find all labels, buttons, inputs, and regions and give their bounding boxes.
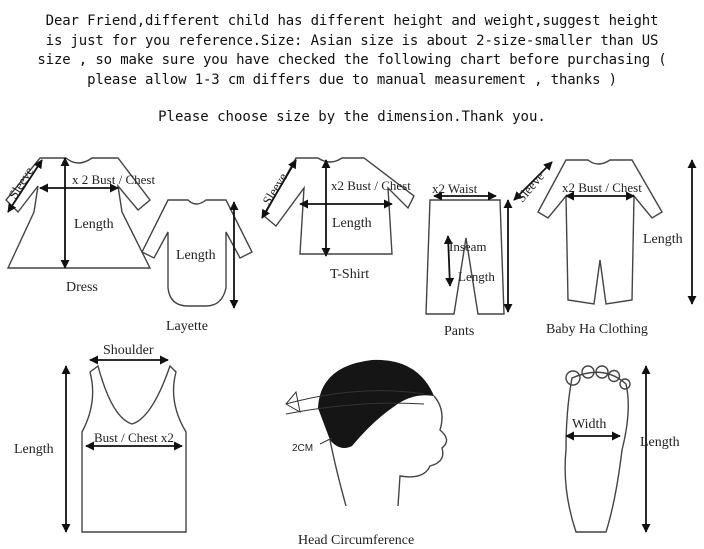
tshirt-length-label: Length [332,216,372,231]
dress-illustration [5,157,152,269]
notice-line-2: is just for you reference.Size: Asian si… [45,32,659,49]
layette-name-label: Layette [166,319,208,334]
vest-illustration [61,355,187,533]
vest-shoulder-label: Shoulder [103,343,154,358]
instruction-text: Please choose size by the dimension.Than… [158,109,546,125]
baby-ha-name-label: Baby Ha Clothing [546,322,648,337]
size-notice: Dear Friend,different child has differen… [0,12,704,90]
dress-bust-label: x 2 Bust / Chest [72,172,156,187]
pants-illustration [425,191,513,315]
head-name-label: Head Circumference [298,533,415,548]
tshirt-name-label: T-Shirt [330,267,370,282]
pants-name-label: Pants [444,324,475,339]
notice-line-1: Dear Friend,different child has differen… [45,13,659,29]
vest-bust-label: Bust / Chest x2 [94,430,174,445]
baby-ha-length-label: Length [643,232,683,247]
baby-ha-illustration [513,159,697,305]
notice-line-4: please allow 1-3 cm differs due to manua… [87,71,617,88]
layette-illustration [141,199,253,309]
tshirt-illustration [261,157,415,257]
tshirt-bust-label: x2 Bust / Chest [331,178,411,193]
head-illustration [285,359,448,507]
pants-length-label: Length [458,269,495,284]
foot-width-label: Width [572,417,607,432]
layette-length-label: Length [176,248,216,263]
notice-line-3: size , so make sure you have checked the… [37,52,667,68]
baby-ha-bust-label: x2 Bust / Chest [562,180,642,195]
foot-length-label: Length [640,435,680,450]
head-marker-label: 2CM [292,443,314,454]
dress-name-label: Dress [66,280,98,295]
pants-waist-label: x2 Waist [432,181,478,196]
dress-length-label: Length [74,217,114,232]
pants-inseam-label: Inseam [449,239,487,254]
vest-length-label: Length [14,442,54,457]
foot-illustration [564,365,651,533]
